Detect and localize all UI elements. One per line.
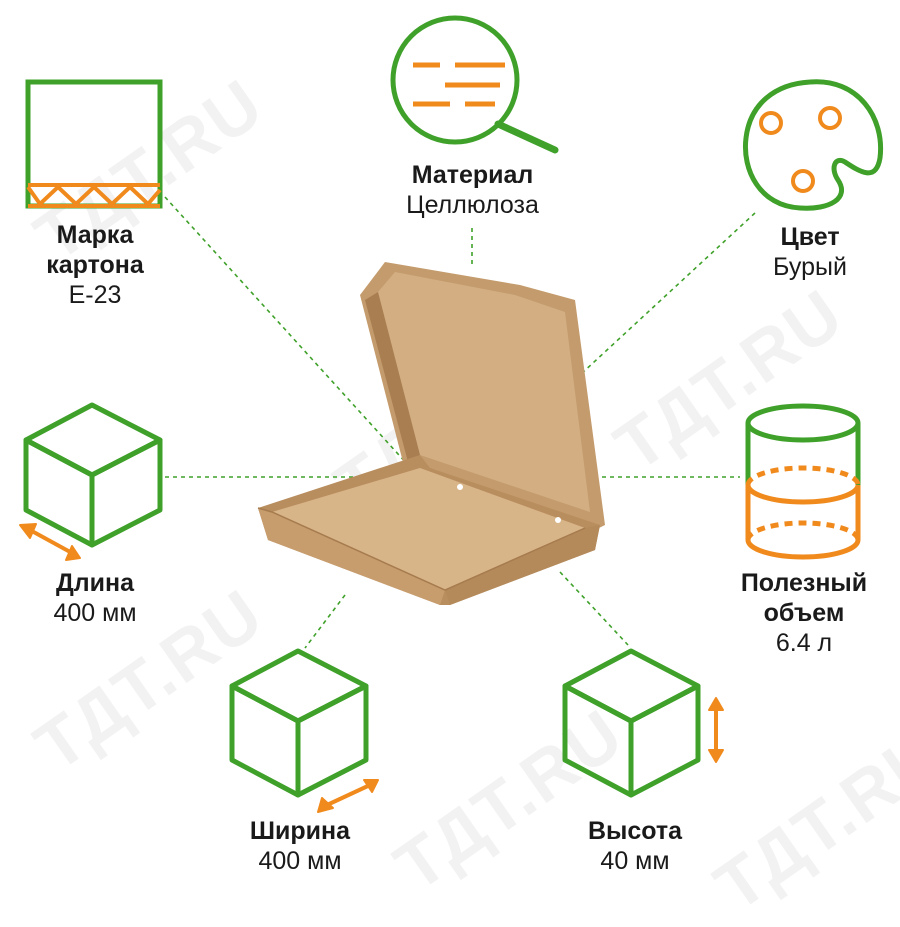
pizza-box-image [257, 262, 605, 605]
spec-material: Материал Целлюлоза [380, 160, 565, 220]
spec-height-value: 40 мм [600, 847, 670, 875]
spec-width: Ширина 400 мм [225, 816, 375, 876]
connector-width [304, 594, 346, 649]
spec-length: Длина 400 мм [20, 568, 170, 628]
spec-volume-title-1: Полезный [740, 569, 868, 597]
spec-height-title: Высота [587, 817, 683, 845]
magnifier-icon [390, 15, 559, 154]
spec-material-title: Материал [411, 161, 534, 189]
diagram-graphics [19, 15, 884, 813]
spec-height: Высота 40 мм [560, 816, 710, 876]
spec-width-title: Ширина [249, 817, 351, 845]
spec-length-value: 400 мм [53, 599, 137, 627]
spec-volume-value: 6.4 л [775, 629, 833, 657]
spec-color-title: Цвет [780, 223, 840, 251]
spec-color-value: Бурый [773, 253, 847, 281]
spec-volume-title-2: объем [763, 599, 845, 627]
cube-width-icon [229, 648, 379, 813]
connector-height [559, 571, 629, 646]
palette-icon [742, 79, 884, 211]
cylinder-icon [745, 403, 861, 560]
spec-brand-title-2: картона [46, 251, 144, 279]
spec-length-title: Длина [55, 569, 135, 597]
spec-brand-value: Е-23 [68, 281, 122, 309]
spec-volume: Полезный объем 6.4 л [718, 568, 890, 658]
cube-length-icon [19, 402, 163, 561]
connector-color [579, 212, 756, 376]
cube-height-icon [562, 648, 724, 798]
spec-brand-title-1: Марка [56, 221, 134, 249]
spec-color: Цвет Бурый [750, 222, 870, 282]
spec-width-value: 400 мм [258, 847, 342, 875]
spec-brand: Марка картона Е-23 [20, 220, 170, 310]
spec-material-value: Целлюлоза [406, 191, 539, 219]
corrugated-board-icon [25, 79, 163, 209]
